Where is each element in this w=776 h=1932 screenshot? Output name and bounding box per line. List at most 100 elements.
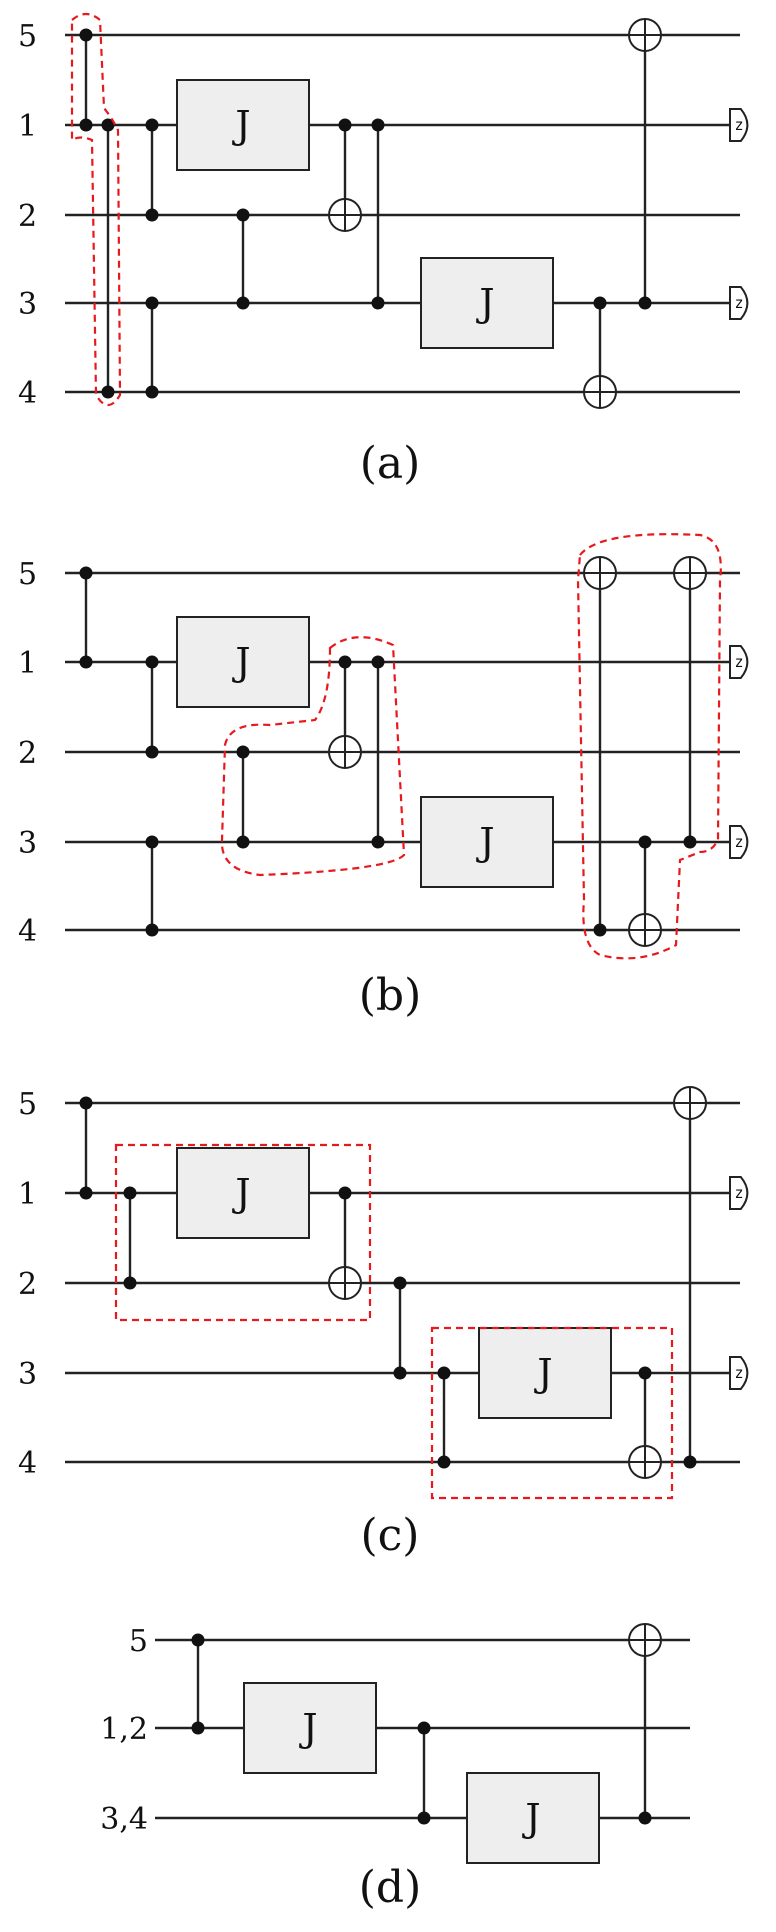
panel-caption: (b): [359, 970, 422, 1021]
control-dot: [145, 118, 159, 132]
cnot: [628, 1366, 662, 1479]
control-dot: [191, 1633, 205, 1647]
control-dot: [393, 1366, 407, 1380]
target-icon: [328, 1266, 362, 1300]
control-dot: [145, 655, 159, 669]
target-icon: [628, 1623, 662, 1657]
measurement-icon: z: [729, 108, 749, 142]
controlled-z: [101, 118, 115, 399]
control-dot: [638, 296, 652, 310]
control-dot: [371, 296, 385, 310]
highlight-c-left: [114, 1143, 372, 1322]
target-icon: [673, 1086, 707, 1120]
cnot: [628, 835, 662, 947]
measurement-body: [729, 1176, 749, 1210]
control-dot: [145, 208, 159, 222]
measurement-label: z: [734, 1184, 743, 1202]
control-dot: [393, 1276, 407, 1290]
highlight-regions: [70, 12, 722, 1500]
control-dot: [236, 835, 250, 849]
target-icon: [328, 735, 362, 769]
j-gate: J: [243, 1682, 377, 1774]
j-gate-box: [243, 1682, 377, 1774]
j-gate-box: [478, 1327, 612, 1419]
qubit-label: 5: [18, 557, 37, 592]
control-dot: [371, 118, 385, 132]
measurement-body: [729, 108, 749, 142]
highlight-c-right: [430, 1326, 674, 1500]
highlight-b-middle: [220, 636, 406, 877]
qubit-label: 5: [18, 19, 37, 54]
j-gate-label: J: [231, 1171, 250, 1215]
control-dot: [79, 1186, 93, 1200]
qubit-label: 5: [129, 1624, 148, 1659]
measurement-label: z: [734, 294, 743, 312]
control-dot: [437, 1455, 451, 1469]
qubit-label: 4: [18, 914, 37, 949]
control-dot: [236, 296, 250, 310]
cnot: [628, 18, 662, 310]
j-gate: J: [466, 1772, 600, 1864]
qubit-label: 1,2: [100, 1712, 148, 1747]
measurement-body: [729, 825, 749, 859]
control-dot: [123, 1276, 137, 1290]
qubit-label: 2: [18, 199, 37, 234]
control-dot: [683, 1455, 697, 1469]
qubit-label: 3: [18, 826, 37, 861]
control-dot: [145, 385, 159, 399]
cnot: [328, 118, 362, 232]
cnot: [673, 556, 707, 849]
j-gate-label: J: [231, 640, 250, 684]
measurement-icon: z: [729, 1176, 749, 1210]
j-gate: J: [478, 1327, 612, 1419]
j-gate-label: J: [231, 103, 250, 147]
cnot: [583, 296, 617, 409]
qubit-label: 1: [18, 646, 37, 681]
target-icon: [583, 556, 617, 590]
control-dot: [101, 118, 115, 132]
controlled-z: [191, 1633, 205, 1735]
measurement-body: [729, 645, 749, 679]
j-gate-box: [176, 1147, 310, 1239]
control-dot: [593, 296, 607, 310]
j-gate: J: [176, 79, 310, 171]
control-dot: [638, 835, 652, 849]
control-dot: [79, 118, 93, 132]
controlled-z: [417, 1721, 431, 1825]
control-dot: [79, 1096, 93, 1110]
control-dot: [417, 1721, 431, 1735]
control-dot: [79, 28, 93, 42]
target-icon: [673, 556, 707, 590]
panel-caption: (a): [360, 438, 421, 489]
controlled-z: [145, 835, 159, 937]
controlled-z: [123, 1186, 137, 1290]
j-gate-label: J: [298, 1706, 317, 1750]
j-gate-label: J: [533, 1351, 552, 1395]
qubit-label: 5: [18, 1087, 37, 1122]
controlled-z: [145, 118, 159, 222]
target-icon: [628, 1445, 662, 1479]
control-dot: [79, 566, 93, 580]
panel-caption: (c): [361, 1510, 420, 1561]
cnot: [583, 556, 617, 937]
measurement-body: [729, 1356, 749, 1390]
target-icon: [628, 913, 662, 947]
j-gate-label: J: [475, 281, 494, 325]
controlled-z: [393, 1276, 407, 1380]
qubit-label: 1: [18, 1177, 37, 1212]
control-dot: [79, 655, 93, 669]
measurement-body: [729, 286, 749, 320]
control-dot: [145, 296, 159, 310]
control-dot: [371, 655, 385, 669]
measurement-icon: z: [729, 825, 749, 859]
control-dot: [191, 1721, 205, 1735]
measurement-label: z: [734, 833, 743, 851]
controlled-z: [79, 28, 93, 132]
measurement-label: z: [734, 1364, 743, 1382]
control-dot: [338, 118, 352, 132]
j-gate-box: [176, 616, 310, 708]
cnot: [328, 655, 362, 769]
